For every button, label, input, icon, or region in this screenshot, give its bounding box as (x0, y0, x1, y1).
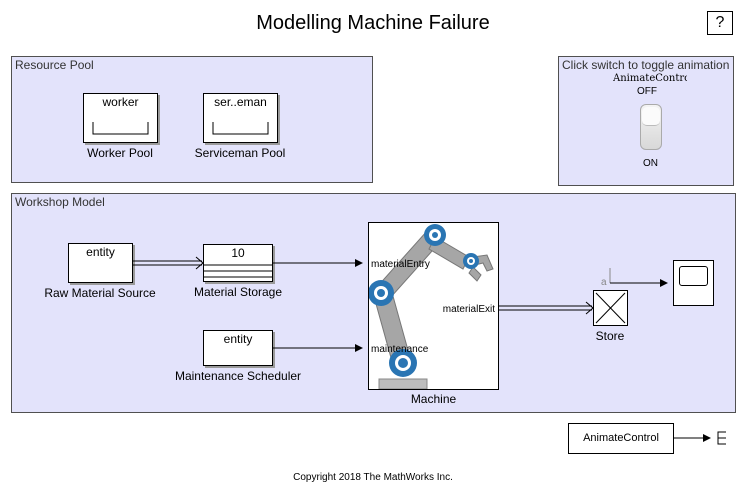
port-material-entry: materialEntry (371, 259, 430, 270)
toggle-animation-label: Click switch to toggle animation (562, 58, 730, 72)
help-button[interactable]: ? (707, 11, 733, 35)
serviceman-pool-block[interactable]: ser..eman (203, 93, 278, 143)
robot-arm-icon (369, 224, 494, 389)
copyright-text: Copyright 2018 The MathWorks Inc. (293, 472, 453, 483)
model-title: Modelling Machine Failure (256, 12, 490, 34)
switch-name-label: AnimateContro (613, 73, 687, 84)
animate-control-block[interactable]: AnimateControl (568, 423, 674, 454)
scope-screen-icon (679, 266, 708, 286)
port-material-exit: materialExit (442, 304, 495, 315)
raw-material-source-block-label: entity (86, 245, 115, 259)
maintenance-scheduler-caption: Maintenance Scheduler (174, 369, 302, 383)
worker-pool-caption: Worker Pool (87, 146, 153, 160)
animation-toggle-switch[interactable] (640, 104, 662, 150)
store-port-label: a (601, 277, 607, 288)
storage-lines-icon (204, 264, 272, 278)
material-storage-caption: Material Storage (193, 285, 283, 299)
material-storage-value: 10 (231, 246, 245, 260)
worker-pool-block-label: worker (102, 95, 139, 109)
queue-icon (212, 122, 269, 135)
maintenance-scheduler-block[interactable]: entity (203, 330, 273, 366)
machine-block[interactable]: materialEntry materialExit maintenance (368, 222, 499, 390)
animate-control-label: AnimateControl (583, 432, 659, 444)
switch-off-label: OFF (637, 86, 657, 97)
workshop-model-label: Workshop Model (15, 195, 105, 209)
machine-caption: Machine (410, 392, 457, 406)
maintenance-scheduler-block-label: entity (223, 332, 253, 346)
port-maintenance: maintenance (371, 344, 429, 355)
serviceman-pool-caption: Serviceman Pool (194, 146, 286, 160)
store-block[interactable] (593, 290, 628, 326)
store-caption: Store (595, 329, 625, 343)
terminator-x-icon (595, 292, 626, 324)
toggle-animation-area: Click switch to toggle animation Animate… (558, 56, 734, 186)
switch-on-label: ON (643, 158, 658, 169)
material-storage-block[interactable]: 10 (203, 244, 273, 282)
queue-icon (92, 122, 149, 135)
scope-block[interactable] (673, 260, 714, 306)
raw-material-source-caption: Raw Material Source (44, 286, 156, 300)
serviceman-pool-block-label: ser..eman (214, 95, 267, 109)
resource-pool-area: Resource Pool (11, 56, 373, 183)
worker-pool-block[interactable]: worker (83, 93, 158, 143)
raw-material-source-block[interactable]: entity (68, 243, 133, 283)
resource-pool-label: Resource Pool (15, 58, 94, 72)
